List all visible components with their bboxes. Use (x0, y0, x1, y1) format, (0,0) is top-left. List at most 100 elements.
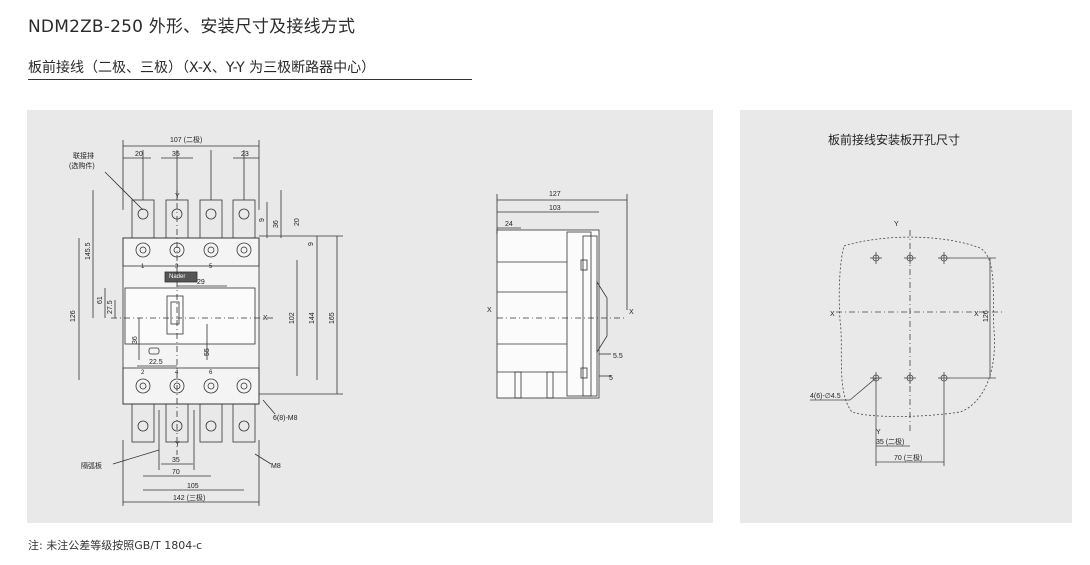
dim-text-22-5: 22.5 (149, 359, 163, 366)
terminal-screw-inner (139, 382, 147, 390)
connector-sublabel: (选购件) (69, 161, 95, 170)
dim-text-126: 126 (70, 310, 77, 322)
dim-text-5: 5 (609, 375, 613, 382)
page-subtitle: 板前接线（二极、三极）（X-X、Y-Y 为三极断路器中心） (28, 60, 376, 76)
terminal-screw-inner (139, 246, 147, 254)
terminal-screw-inner (240, 246, 248, 254)
connector-label: 联接排 (73, 151, 94, 160)
dim-text-bot-105: 105 (187, 483, 199, 490)
top-terminal-block (122, 237, 260, 267)
cutout-axis-y-top: Y (894, 221, 899, 228)
dim-text-bot-142: 142 (三极) (173, 493, 205, 502)
side-axis-x-right: X (629, 309, 634, 316)
cutout-title: 板前接线安装板开孔尺寸 (828, 132, 960, 147)
dim-text-9-right: 9 (308, 242, 315, 246)
dim-text-20: 20 (135, 151, 143, 158)
page-title: NDM2ZB-250 外形、安装尺寸及接线方式 (28, 17, 356, 37)
dim-text-20-top: 20 (294, 218, 301, 226)
dim-text-103: 103 (549, 205, 561, 212)
busbar-hole (137, 420, 149, 432)
axis-y-bottom: Y (175, 441, 180, 448)
mount-hole (938, 252, 950, 264)
terminal-screw (236, 378, 252, 394)
leader-barrier (112, 449, 160, 465)
pole-num-top-5: 5 (209, 264, 213, 270)
axis-x-front: X (263, 315, 268, 322)
dim-text-29: 29 (197, 279, 205, 286)
handle-lever (170, 301, 180, 325)
leader-connector (104, 171, 144, 211)
cutout-axis-x-right: X (974, 311, 979, 318)
terminal-screw (203, 242, 219, 258)
dim-text-55: 55 (204, 348, 211, 356)
side-clip (580, 367, 588, 379)
dim-text-145-5: 145.5 (85, 242, 92, 260)
cutout-dim-text-126: 126 (983, 310, 990, 322)
busbar-hole (238, 420, 250, 432)
dim-text-36-top: 36 (273, 220, 280, 228)
brand-label: Nader (169, 274, 185, 280)
handle (166, 295, 184, 335)
mount-hole (870, 252, 882, 264)
bottom-busbar-1 (131, 403, 155, 443)
axis-y-top: Y (175, 193, 180, 200)
busbar-hole (205, 208, 217, 220)
mount-hole (904, 372, 916, 384)
dim-text-bot-35: 35 (172, 457, 180, 464)
bolt-label: M8 (271, 463, 281, 470)
cutout-axis-y-bottom: Y (876, 429, 881, 436)
side-clip (580, 259, 588, 271)
terminal-screw-inner (207, 382, 215, 390)
terminal-screw (203, 378, 219, 394)
cutout-axis-x-left: X (830, 311, 835, 318)
dim-text-27-5: 27.5 (107, 300, 114, 314)
dim-text-127: 127 (549, 191, 561, 198)
screw-label: 6(8)-M8 (273, 415, 298, 422)
cutout-drawing-svg: 板前接线安装板开孔尺寸 Y X X 126 4(6)-∅4 (810, 132, 1002, 466)
side-foot (514, 371, 522, 399)
test-button (148, 347, 160, 355)
terminal-screw (135, 242, 151, 258)
side-foot (546, 371, 554, 399)
busbar-hole (137, 208, 149, 220)
pole-num-bottom-2: 2 (141, 370, 145, 376)
busbar-hole (238, 208, 250, 220)
bottom-busbar-3 (199, 403, 223, 443)
side-handle (596, 280, 608, 354)
side-axis-x-left: X (487, 307, 492, 314)
leader-screw (262, 399, 276, 415)
busbar-hole (205, 420, 217, 432)
terminal-screw (135, 378, 151, 394)
side-body (496, 229, 600, 399)
pole-num-top-1: 1 (141, 264, 145, 270)
dim-text-bot-70: 70 (172, 469, 180, 476)
hole-label: 4(6)-∅4.5 (810, 393, 841, 400)
barrier-label: 隔弧板 (81, 461, 102, 470)
terminal-screw-inner (240, 382, 248, 390)
cutout-dim-text-70: 70 (三极) (894, 453, 922, 462)
leader-bolt (254, 453, 272, 465)
main-drawing-svg: 107 (二极) 20 35 23 联接排 (选购件) Y Nader 1 3 … (69, 135, 634, 506)
pole-num-top-3: 3 (175, 264, 179, 270)
footnote: 注: 未注公差等级按照GB/T 1804-c (28, 539, 203, 552)
mount-hole (904, 252, 916, 264)
pole-num-bottom-6: 6 (209, 370, 213, 376)
dim-text-24: 24 (505, 221, 513, 228)
dim-text-61: 61 (97, 296, 104, 304)
dim-text-23: 23 (241, 151, 249, 158)
drawing-panel-cutout: 板前接线安装板开孔尺寸 Y X X 126 4(6)-∅4 (740, 110, 1072, 523)
subtitle-underline (28, 79, 472, 80)
dim-text-165: 165 (329, 312, 336, 324)
terminal-screw-inner (207, 246, 215, 254)
bottom-busbar-4 (232, 403, 256, 443)
hole-leader (849, 377, 877, 401)
dim-text-102: 102 (289, 312, 296, 324)
terminal-screw (169, 378, 185, 394)
dim-text-144: 144 (309, 312, 316, 324)
side-mount (566, 231, 592, 397)
dim-text-9-top: 9 (259, 218, 266, 222)
cutout-outline (838, 236, 995, 417)
mount-hole (938, 372, 950, 384)
bottom-terminal-block (122, 367, 260, 405)
brand-plate (164, 271, 198, 283)
